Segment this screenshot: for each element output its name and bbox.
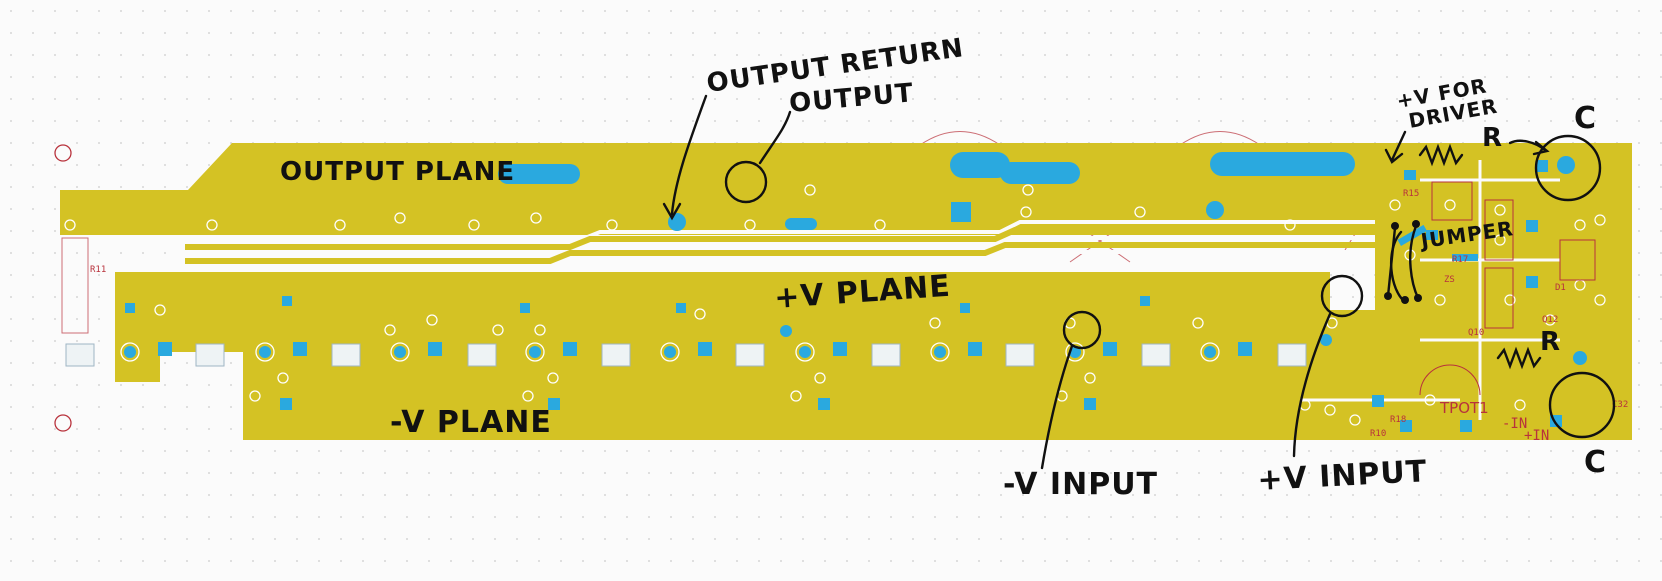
c-top-circle (1534, 134, 1602, 202)
silk-q10: Q10 (1468, 328, 1484, 338)
silk-zs: ZS (1444, 275, 1455, 285)
mounting-hole (54, 414, 72, 432)
signal-traces (185, 227, 1375, 264)
silk-r10: R10 (1370, 429, 1386, 439)
c-bottom-circle (1548, 371, 1616, 439)
silk-q12: Q12 (1542, 315, 1558, 325)
transistor-row (64, 156, 1587, 427)
label-c-top: C (1574, 101, 1597, 136)
cap-outline (1179, 131, 1261, 146)
plus-v-plane-copper (115, 272, 1410, 380)
driver-arrow (1390, 130, 1407, 162)
label-minus-v-input: -V INPUT (1003, 467, 1158, 502)
silk-minus-in: -IN (1502, 416, 1527, 432)
output-return-arrow (670, 94, 708, 216)
label-r-bottom: R (1540, 327, 1561, 357)
driver-components (1299, 160, 1606, 432)
minus-v-input-leader (1040, 344, 1074, 470)
r-bottom-zigzag (1496, 346, 1542, 370)
label-minus-v-plane: -V PLANE (390, 405, 552, 440)
resistor-outline (61, 237, 89, 334)
label-c-bottom: C (1584, 445, 1607, 480)
silk-tpot1: TPOT1 (1439, 399, 1489, 417)
silk-c32: C32 (1612, 400, 1628, 410)
jumper-dots (1384, 220, 1422, 304)
silk-r18: R18 (1390, 415, 1406, 425)
ink-strokes (662, 94, 1616, 470)
c-top-arrowhead (1532, 140, 1550, 156)
mounting-hole (54, 144, 72, 162)
driver-copper (1300, 143, 1632, 440)
label-r-top: R (1482, 123, 1503, 153)
r-top-zigzag (1418, 143, 1464, 167)
silk-d1: D1 (1555, 283, 1566, 293)
label-plus-v-input: +V INPUT (1257, 454, 1428, 498)
plus-v-input-leader (1292, 312, 1332, 458)
jumper-wire (1386, 226, 1397, 298)
driver-arrowhead (1384, 148, 1404, 164)
plus-v-input-circle (1320, 274, 1364, 318)
jumper-wire (1409, 224, 1420, 300)
driver-gaps (1300, 160, 1560, 420)
output-leader (758, 110, 792, 165)
cap-outline (919, 131, 1001, 146)
label-output-plane: OUTPUT PLANE (280, 157, 515, 187)
minus-v-plane-copper (243, 352, 1300, 440)
output-circle (724, 160, 768, 204)
silk-r11: R11 (90, 265, 106, 275)
silk-r17: R17 (1452, 255, 1468, 265)
minus-v-input-circle (1062, 310, 1102, 350)
trace-gaps (185, 220, 1375, 269)
silk-plus-in: +IN (1524, 428, 1549, 444)
output-return-arrowhead (662, 202, 682, 221)
silk-r15: R15 (1403, 189, 1419, 199)
output-pads (498, 152, 1355, 231)
